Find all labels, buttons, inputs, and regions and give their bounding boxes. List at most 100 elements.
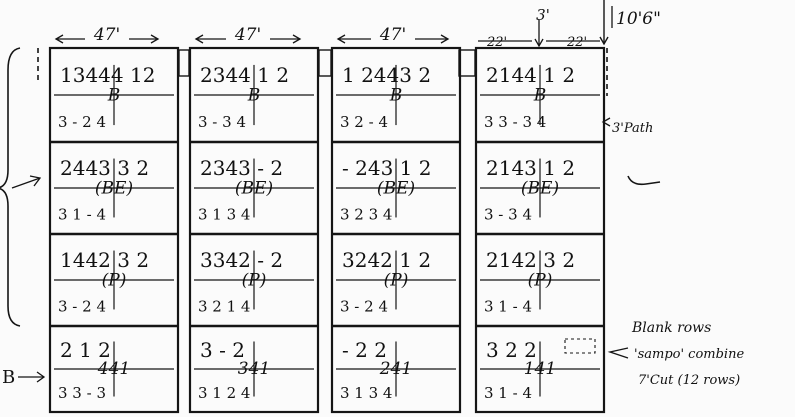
plot-code: (P) (102, 271, 127, 291)
height-arrow-head (599, 36, 609, 46)
gap-marker (178, 49, 190, 77)
plot-cell: 3242 1 2(P)3 - 2 4 (332, 232, 460, 315)
dim-label-bg (85, 25, 129, 41)
plot-code: 441 (97, 359, 130, 379)
plot-code: (BE) (521, 179, 559, 199)
plot-cell: 2343 - 2(BE)3 1 3 4 (190, 140, 318, 223)
block-border (474, 46, 606, 414)
dim-half-right: 22' (566, 35, 587, 50)
gap-marker (458, 49, 476, 77)
plot-top-label: 3242 1 2 (342, 248, 431, 272)
block-gaps (37, 48, 608, 96)
plot-top-label: 3 2 2 (486, 338, 537, 362)
plot-top-label: - 243 1 2 (342, 156, 431, 180)
arrow-left (194, 34, 204, 44)
note-arrow (607, 347, 629, 359)
arrow-right (440, 34, 450, 44)
plot-top-label: 2142 3 2 (486, 248, 575, 272)
plot-code: 341 (238, 359, 270, 379)
dim-height: 10'6" (616, 9, 661, 29)
block-2: 2344 1 2B3 - 3 4 2343 - 2(BE)3 1 3 4 3342 … (188, 46, 320, 414)
check-mark (627, 175, 661, 186)
brace-arrow-line (11, 177, 41, 189)
plot-code: 141 (524, 359, 556, 379)
path-note-arrow (601, 117, 611, 127)
plot-bottom-label: 3 - 2 4 (58, 113, 106, 131)
dim-path: 3' (536, 6, 550, 24)
plot-code: (BE) (95, 179, 133, 199)
plot-bottom-label: 3 3 - 3 4 (484, 113, 546, 131)
plot-bottom-label: 3 3 - 3 (58, 384, 106, 402)
arrow-right (150, 34, 160, 44)
plot-top-label: 2443 3 2 (60, 156, 149, 180)
plot-code: B (389, 86, 403, 106)
plot-bottom-label: 3 1 3 4 (198, 205, 250, 223)
plot-code: (BE) (377, 179, 415, 199)
plot-top-label: 1 2443 2 (342, 63, 431, 87)
plot-top-label: - 2 2 (342, 338, 387, 362)
arrow-left (336, 34, 346, 44)
plot-top-label: 13444 12 (60, 63, 155, 87)
note-line-2: 'sampo' combine (634, 347, 744, 362)
plot-code: (P) (242, 271, 267, 291)
plot-cell: 2144 1 2B 3 3 - 3 4 (480, 63, 600, 131)
plot-top-label: 3 - 2 (200, 338, 245, 362)
plot-bottom-label: 3 - 3 4 (484, 205, 532, 223)
plot-bottom-label: 3 - 3 4 (198, 113, 246, 131)
dim-block-3: 47' (336, 25, 450, 45)
plot-top-label: 2343 - 2 (200, 156, 283, 180)
block-border (188, 46, 320, 414)
gap-marker (318, 49, 332, 77)
dim-label-bg (371, 25, 415, 41)
brace-arrow-head (29, 175, 42, 187)
plot-cell: 2143 1 2(BE)3 - 3 4 (476, 140, 604, 223)
arrow-right (292, 34, 302, 44)
plot-top-label: 2144 1 2 (486, 63, 575, 87)
plot-bottom-label: 3 1 3 4 (340, 384, 392, 402)
path-gap-1 (178, 49, 190, 77)
plot-bottom-label: 3 - 2 4 (340, 297, 388, 315)
plot-top-label: 1442 3 2 (60, 248, 149, 272)
plot-top-label: 2 1 2 (60, 338, 111, 362)
plot-bottom-label: 3 - 2 4 (58, 297, 106, 315)
plot-bottom-label: 3 1 - 4 (58, 205, 106, 223)
plot-bottom-label: 3 2 - 4 (340, 113, 388, 131)
dim-label: 47' (234, 25, 261, 45)
plot-code: B (533, 86, 547, 106)
path-note: 3'Path (612, 121, 653, 136)
plot-bottom-label: 3 2 3 4 (340, 205, 392, 223)
plot-cell: 3342 - 2(P)3 2 1 4 (190, 232, 318, 315)
plot-code: B (247, 86, 261, 106)
dimension-annotations: 47' 47' 47' 22' 22' 3' 10'6" 3'Path (54, 0, 661, 136)
block-border (330, 46, 462, 414)
dim-label: 47' (93, 25, 120, 45)
plot-bottom-label: 3 1 2 4 (198, 384, 250, 402)
plot-cell: 2443 3 2(BE) 3 1 - 4 (50, 140, 178, 223)
plot-bottom-label: 3 1 - 4 (484, 297, 532, 315)
dim-half-left: 22' (486, 35, 507, 50)
path-arrow-head (534, 38, 544, 48)
dim-block-1: 47' (54, 25, 160, 45)
plot-bottom-label: 3 1 - 4 (484, 384, 532, 402)
block-border (48, 46, 180, 414)
dim-block-4: 22' 22' 3' 10'6" 3'Path (478, 0, 661, 136)
arrow-left (54, 34, 64, 44)
plot-top-label: 2344 1 2 (200, 63, 289, 87)
row-b-arrow-head (36, 371, 46, 383)
plot-cell: - 243 1 2(BE) 3 2 3 4 (332, 140, 460, 223)
plot-cell: 1442 3 2(P) 3 - 2 4 (50, 232, 178, 315)
plot-top-label: 3342 - 2 (200, 248, 283, 272)
note-line-1: Blank rows (631, 320, 711, 336)
plot-code: (P) (528, 271, 553, 291)
dim-block-2: 47' (194, 25, 302, 45)
dim-label: 47' (379, 25, 406, 45)
path-gap-2 (318, 49, 332, 77)
plot-cell: 1 2443 2B3 2 - 4 (336, 63, 456, 131)
